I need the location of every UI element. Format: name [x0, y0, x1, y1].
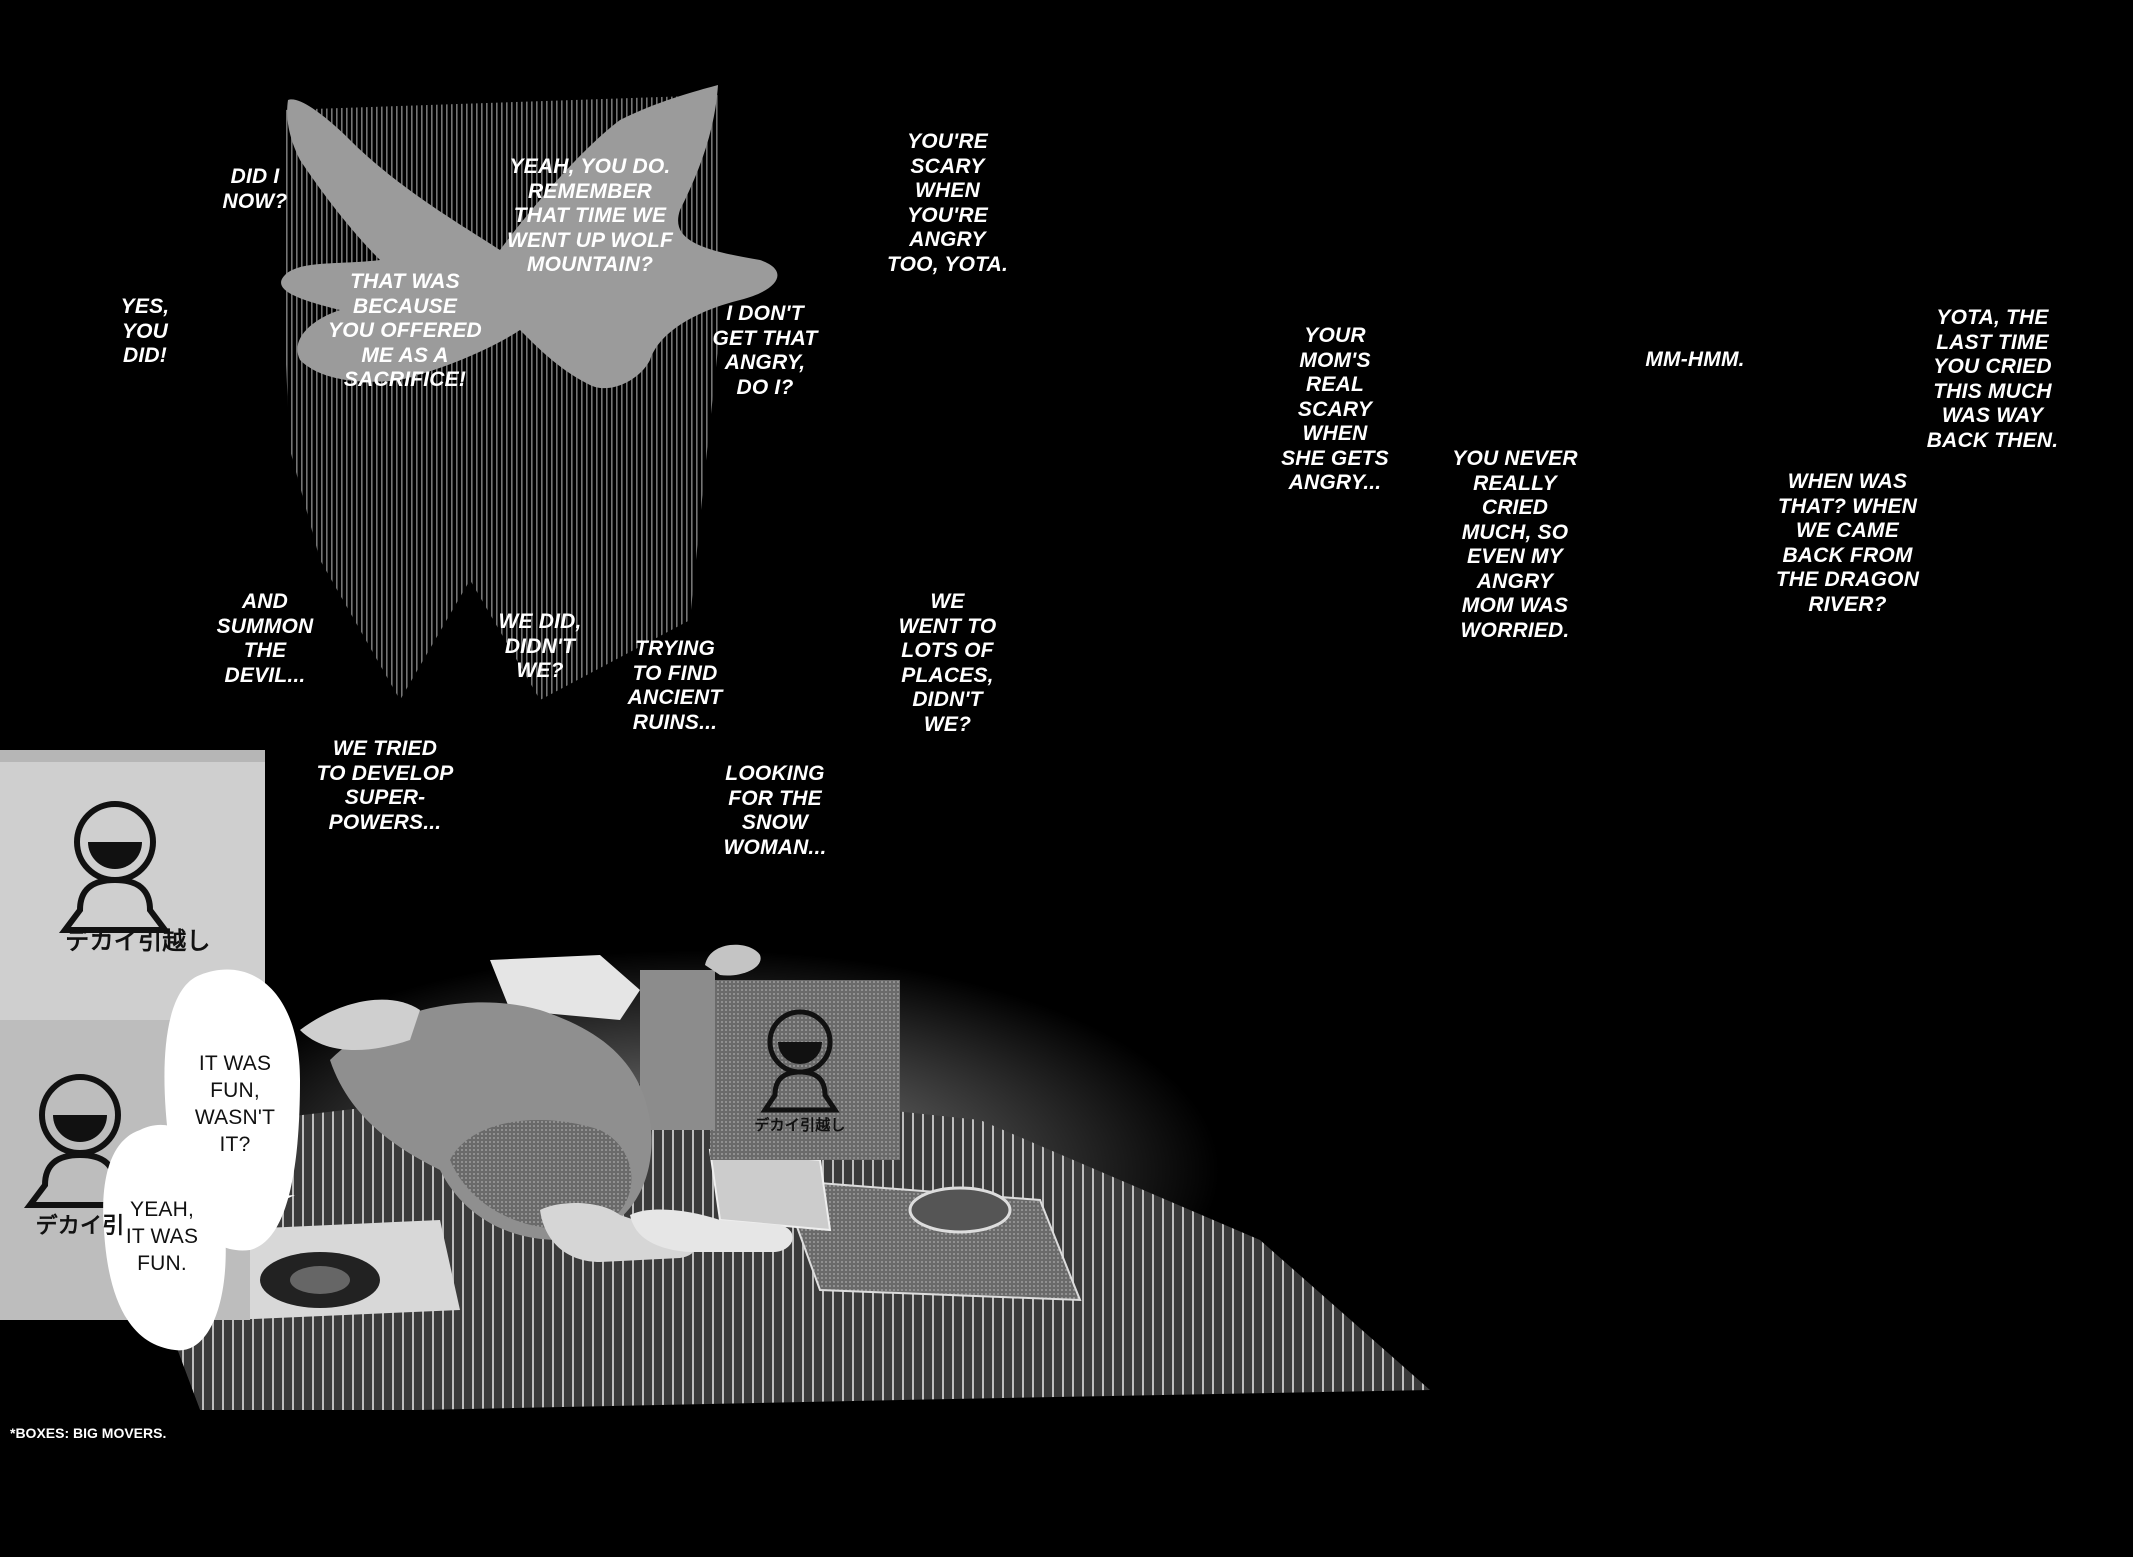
caption-yes-you-did: YES, YOU DID!: [120, 295, 170, 367]
caption-summon-devil: AND SUMMON THE DEVIL...: [216, 590, 314, 687]
speech-bubble-shape-bottom: [103, 1124, 226, 1351]
caption-youre-scary: YOU'RE SCARY WHEN YOU'RE ANGRY TOO, YOTA…: [886, 130, 1009, 276]
caption-snow-woman: LOOKING FOR THE SNOW WOMAN...: [723, 762, 827, 859]
box-logo-text-right: デカイ引越し: [754, 1117, 846, 1134]
caption-i-dont-get-angry: I DON'T GET THAT ANGRY, DO I?: [712, 302, 818, 399]
magazines-stack: [490, 955, 640, 1020]
caption-lots-of-places: WE WENT TO LOTS OF PLACES, DIDN'T WE?: [898, 590, 997, 736]
caption-mm-hmm: MM-HMM.: [1645, 348, 1745, 371]
winged-figure-silhouette: [281, 85, 778, 389]
caption-yota-last-time: YOTA, THE LAST TIME YOU CRIED THIS MUCH …: [1926, 306, 2059, 452]
caption-that-was-because: THAT WAS BECAUSE YOU OFFERED ME AS A SAC…: [328, 270, 482, 391]
lamp: [705, 944, 761, 976]
caption-yeah-you-do: YEAH, YOU DO. REMEMBER THAT TIME WE WENT…: [506, 155, 674, 276]
caption-we-did: WE DID, DIDN'T WE?: [498, 610, 582, 682]
caption-ancient-ruins: TRYING TO FIND ANCIENT RUINS...: [627, 637, 723, 734]
lying-boy: [300, 999, 793, 1262]
caption-your-moms-scary: YOUR MOM'S REAL SCARY WHEN SHE GETS ANGR…: [1281, 324, 1389, 494]
box-logo-text-top: デカイ引越し: [65, 928, 211, 955]
footnote: *BOXES: BIG MOVERS.: [10, 1425, 167, 1441]
floor-shadow: [160, 1330, 1430, 1460]
caption-when-was-that: WHEN WAS THAT? WHEN WE CAME BACK FROM TH…: [1775, 470, 1920, 616]
caption-you-never-cried: YOU NEVER REALLY CRIED MUCH, SO EVEN MY …: [1452, 447, 1578, 642]
bubble-yeah-it-was-fun: YEAH, IT WAS FUN.: [125, 1198, 199, 1275]
moving-box-right: [640, 970, 900, 1160]
box-logo-text-bottom: デカイ引: [35, 1213, 125, 1238]
caption-superpowers: WE TRIED TO DEVELOP SUPER- POWERS...: [316, 737, 454, 834]
caption-did-i-now: DID I NOW?: [222, 165, 288, 213]
bubble-it-was-fun: IT WAS FUN, WASN'T IT?: [194, 1052, 276, 1156]
